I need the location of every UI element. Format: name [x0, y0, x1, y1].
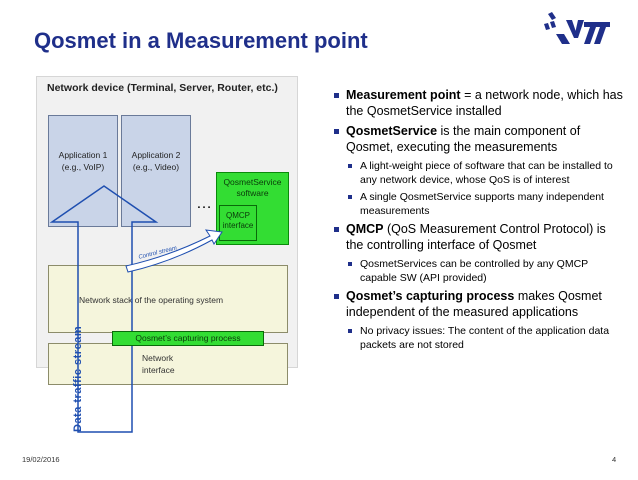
bullet-text: = a network node, which has the QosmetSe… — [346, 88, 623, 118]
network-interface-label: Network interface — [142, 353, 175, 375]
application-2-label: Application 2 (e.g., Video) — [131, 150, 181, 172]
bullet-bold: Measurement point — [346, 88, 461, 102]
footer-date: 19/02/2016 — [22, 455, 60, 464]
sub-bullet: QosmetServices can be controlled by any … — [334, 258, 624, 285]
data-traffic-stream-label: Data traffic stream — [72, 325, 84, 432]
capturing-process-box: Qosmet’s capturing process — [112, 331, 264, 346]
network-device-label: Network device (Terminal, Server, Router… — [47, 82, 278, 94]
bullet-text: is the main component of Qosmet, executi… — [346, 124, 581, 154]
bullet-bold: QosmetService — [346, 124, 438, 138]
sub-bullet: A single QosmetService supports many ind… — [334, 191, 624, 218]
bullet-capturing-process: Qosmet’s capturing process makes Qosmet … — [334, 289, 624, 320]
bullet-measurement-point: Measurement point = a network node, whic… — [334, 88, 624, 119]
qmcp-interface-box: QMCP interface — [219, 205, 257, 241]
network-interface-box: Network interface — [48, 343, 288, 385]
network-stack-label: Network stack of the operating system — [79, 295, 224, 305]
bullet-list: Measurement point = a network node, whic… — [334, 88, 624, 356]
bullet-qosmetservice: QosmetService is the main component of Q… — [334, 124, 624, 155]
application-2-box: Application 2 (e.g., Video) — [121, 115, 191, 227]
bullet-qmcp: QMCP (QoS Measurement Control Protocol) … — [334, 222, 624, 253]
page-number: 4 — [612, 455, 617, 464]
vtt-logo-icon — [544, 12, 610, 44]
slide-title: Qosmet in a Measurement point — [34, 28, 368, 53]
bullet-text: (QoS Measurement Control Protocol) is th… — [346, 222, 606, 252]
application-1-label: Application 1 (e.g., VoIP) — [58, 150, 108, 172]
qmcp-interface-label: QMCP interface — [222, 211, 254, 230]
bullet-text: makes Qosmet independent of the measured… — [346, 289, 602, 319]
sub-bullet: No privacy issues: The content of the ap… — [334, 325, 624, 352]
qosmet-service-label: QosmetService software — [223, 177, 282, 198]
sub-bullet: A light-weight piece of software that ca… — [334, 160, 624, 187]
bullet-bold: QMCP — [346, 222, 384, 236]
application-1-box: Application 1 (e.g., VoIP) — [48, 115, 118, 227]
ellipsis: … — [196, 195, 212, 212]
network-stack-box: Network stack of the operating system — [48, 265, 288, 333]
bullet-bold: Qosmet’s capturing process — [346, 289, 515, 303]
